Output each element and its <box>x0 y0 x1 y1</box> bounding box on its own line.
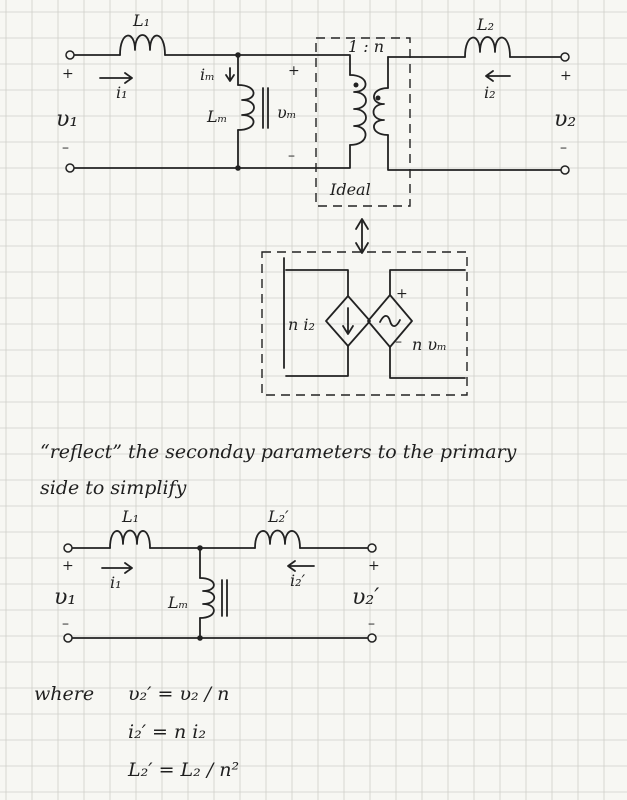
lm-label: Lₘ <box>206 107 227 126</box>
bottom-circuit: L₁ L₂′ Lₘ i₁ i₂′ υ₁ υ₂′ + – + – <box>54 507 380 643</box>
l1-label: L₁ <box>132 11 150 30</box>
equation-i2p: i₂′ = n i₂ <box>128 721 206 743</box>
source-minus: – <box>395 334 402 350</box>
bottom-v2p-minus: – <box>368 616 375 632</box>
terminal-v2-bottom <box>560 165 570 175</box>
v1-label: υ₁ <box>56 107 78 132</box>
equivalent-circuit: n i₂ n υₘ + – <box>261 251 468 396</box>
junction-node <box>197 635 203 641</box>
terminal-v1-top <box>63 543 73 553</box>
bottom-l2p-inductor <box>254 529 301 549</box>
i2-arrow <box>485 70 511 82</box>
v1-plus: + <box>62 66 74 82</box>
vm-plus: + <box>288 63 300 79</box>
note-line-1: “reflect” the seconday parameters to the… <box>40 441 517 463</box>
i2-label: i₂ <box>484 83 496 102</box>
junction-node <box>235 52 241 58</box>
im-arrow <box>225 67 235 82</box>
equation-v2p: υ₂′ = υ₂ / n <box>128 683 229 705</box>
where-label: where <box>34 683 94 705</box>
top-wire-lower-left <box>69 144 351 169</box>
v2-plus: + <box>560 68 572 84</box>
bottom-v1-plus: + <box>62 558 74 574</box>
bottom-i1-label: i₁ <box>110 573 122 592</box>
bottom-lm-core <box>221 579 228 617</box>
transformer-secondary <box>372 87 389 136</box>
bottom-lm-label: Lₘ <box>167 593 188 612</box>
bottom-v1-label: υ₁ <box>54 585 76 610</box>
top-wire-upper-left <box>69 54 351 76</box>
bottom-l2p-label: L₂′ <box>267 507 289 526</box>
polarity-dot <box>353 82 359 88</box>
top-wire-lower-right <box>387 56 566 171</box>
vm-minus: – <box>288 148 295 164</box>
top-circuit: L₁ L₂ iₘ Lₘ υₘ i₁ i₂ υ₁ υ₂ 1 : n Ideal +… <box>56 11 576 254</box>
bottom-i2p-arrow <box>287 560 315 572</box>
terminal-v1-top <box>65 50 75 60</box>
equivalence-arrow <box>355 218 369 254</box>
equivalent-dashed-box <box>261 251 468 396</box>
terminal-v1-bottom <box>63 633 73 643</box>
v2-minus: – <box>560 140 567 156</box>
l2-inductor <box>464 36 511 58</box>
i1-arrow <box>99 72 133 84</box>
lm-inductor <box>237 84 255 131</box>
transformer-primary <box>349 74 367 146</box>
im-label: iₘ <box>200 65 215 84</box>
terminal-v2p-bottom <box>367 633 377 643</box>
bottom-v2p-label: υ₂′ <box>352 585 379 610</box>
ideal-label: Ideal <box>329 180 371 199</box>
v2-label: υ₂ <box>554 107 576 132</box>
dependent-current-source <box>325 295 371 347</box>
equation-l2p: L₂′ = L₂ / n² <box>127 759 239 781</box>
terminal-v2p-top <box>367 543 377 553</box>
left-source-label: n i₂ <box>288 315 315 334</box>
current-source-arrow <box>342 307 354 335</box>
polarity-dot <box>375 95 381 101</box>
i1-label: i₁ <box>116 83 128 102</box>
right-source-label: n υₘ <box>412 335 447 354</box>
v1-minus: – <box>62 140 69 156</box>
bottom-l1-inductor <box>109 529 151 549</box>
dependent-voltage-source <box>367 294 413 348</box>
voltage-source-tilde <box>379 314 401 328</box>
junction-node <box>197 545 203 551</box>
bottom-l1-label: L₁ <box>121 507 139 526</box>
equivalent-right-loop <box>389 269 466 379</box>
turns-ratio-label: 1 : n <box>348 37 384 56</box>
lm-core <box>262 87 269 129</box>
vm-label: υₘ <box>277 103 297 122</box>
bottom-lm-inductor <box>199 577 216 619</box>
bottom-i1-arrow <box>101 562 133 574</box>
terminal-v1-bottom <box>65 163 75 173</box>
source-plus: + <box>396 286 408 302</box>
bottom-v1-minus: – <box>62 616 69 632</box>
l2-label: L₂ <box>476 15 494 34</box>
note-line-2: side to simplify <box>40 477 187 499</box>
ideal-transformer-box <box>315 37 411 207</box>
l1-inductor <box>119 34 166 56</box>
junction-node <box>235 165 241 171</box>
bottom-i2p-label: i₂′ <box>290 571 306 590</box>
terminal-v2-top <box>560 52 570 62</box>
equivalent-left-loop <box>285 269 349 377</box>
bottom-v2p-plus: + <box>368 558 380 574</box>
